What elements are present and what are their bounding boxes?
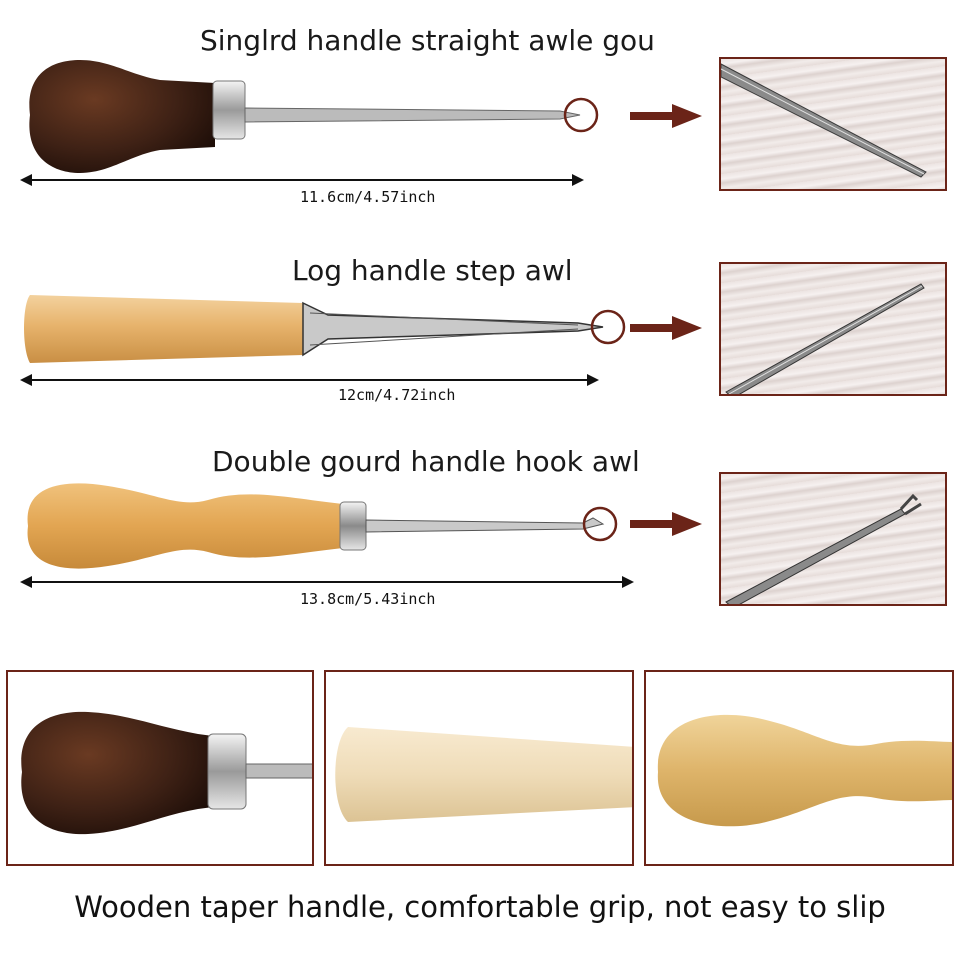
hook-awl-image — [27, 483, 618, 569]
arrow-icon — [630, 512, 702, 536]
measurement-label-1: 11.6cm/4.57inch — [300, 188, 436, 206]
detail-panel-gourd-handle — [644, 670, 954, 866]
dark-handle-closeup — [21, 711, 312, 835]
zoom-panel-hook-tip — [719, 472, 947, 606]
tool-title-hook-awl: Double gourd handle hook awl — [212, 445, 640, 478]
straight-tip-closeup — [721, 63, 927, 178]
straight-awl-image — [29, 60, 599, 173]
measurement-label-2: 12cm/4.72inch — [338, 386, 456, 404]
measurement-arrow-1 — [20, 174, 584, 186]
tool-title-step-awl: Log handle step awl — [292, 254, 573, 287]
step-awl-image — [24, 295, 626, 363]
detail-panel-log-handle — [324, 670, 634, 866]
zoom-panel-step-tip — [719, 262, 947, 396]
arrow-icon — [630, 316, 702, 340]
zoom-panel-straight-tip — [719, 57, 947, 191]
arrow-icon — [630, 104, 702, 128]
tool-title-straight-awl: Singlrd handle straight awle gou — [200, 24, 655, 57]
measurement-arrow-2 — [20, 374, 599, 386]
measurement-label-3: 13.8cm/5.43inch — [300, 590, 436, 608]
hook-tip-closeup — [725, 493, 922, 604]
measurement-arrow-3 — [20, 576, 634, 588]
step-tip-closeup — [725, 283, 925, 394]
log-handle-closeup — [335, 727, 632, 822]
detail-panel-dark-handle — [6, 670, 314, 866]
gourd-handle-closeup — [657, 715, 952, 827]
caption-text: Wooden taper handle, comfortable grip, n… — [74, 890, 886, 924]
